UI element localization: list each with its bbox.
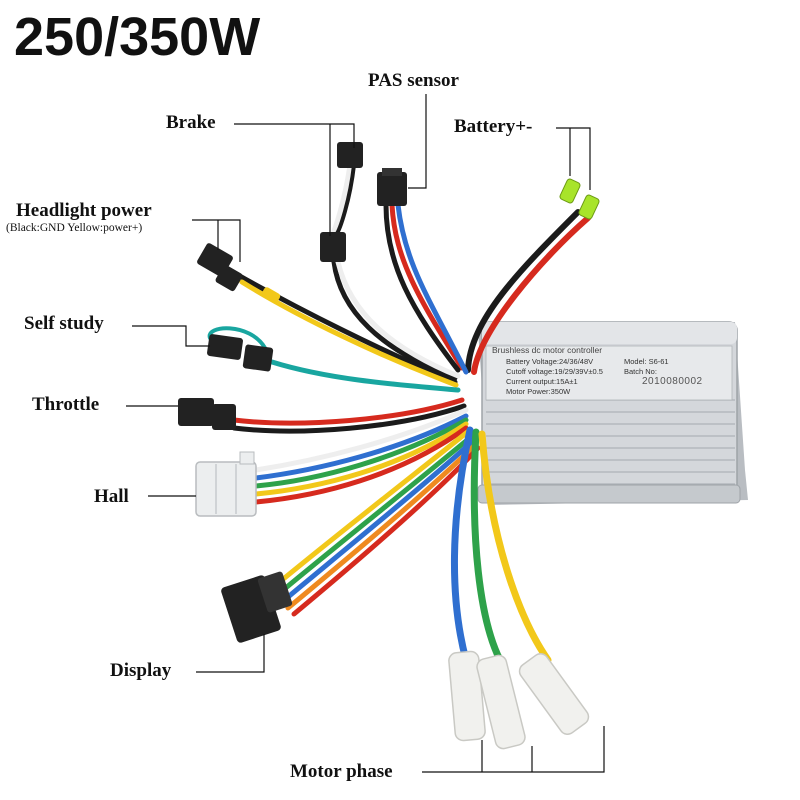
controller-current-output: Current output:15A±1 [506, 377, 578, 386]
battery-wires [465, 209, 591, 375]
controller-motor-power: Motor Power:350W [506, 387, 571, 396]
label-throttle: Throttle [32, 394, 100, 415]
label-brake: Brake [166, 112, 216, 133]
controller-plate-title: Brushless dc motor controller [492, 345, 603, 355]
label-self-study: Self study [24, 313, 104, 334]
page-title: 250/350W [14, 7, 261, 67]
motor-phase-connector-icon [448, 650, 590, 750]
self-study-connector-icon [207, 334, 274, 372]
headlight-connector-icon [197, 243, 281, 303]
brake-connector-icon [320, 142, 363, 262]
throttle-wires [231, 397, 467, 434]
controller-batch-no: Batch No: [624, 367, 657, 376]
battery-connector-icon [559, 178, 600, 220]
pas-sensor-wires [383, 202, 469, 375]
controller-cutoff-voltage: Cutoff voltage:19/29/39V±0.5 [506, 367, 603, 376]
label-headlight-power: Headlight power [16, 200, 152, 221]
controller-model: Model: S6-61 [624, 357, 669, 366]
pas-connector-icon [377, 168, 407, 206]
controller-battery-voltage: Battery Voltage:24/36/48V [506, 357, 594, 366]
label-headlight-note: (Black:GND Yellow:power+) [6, 222, 143, 234]
display-wires [267, 427, 481, 617]
brake-wires [329, 162, 461, 381]
display-connector-icon [221, 571, 293, 643]
label-battery: Battery+- [454, 116, 533, 137]
hall-wires [253, 407, 469, 505]
label-pas-sensor: PAS sensor [368, 70, 459, 91]
throttle-connector-icon [178, 398, 236, 430]
label-display: Display [110, 660, 172, 681]
controller-serial: 2010080002 [642, 376, 703, 387]
hall-connector-icon [195, 451, 257, 517]
label-hall: Hall [94, 486, 129, 507]
self-study-wires [207, 326, 461, 393]
label-motor-phase: Motor phase [290, 761, 393, 782]
motor-phase-wires [451, 426, 552, 664]
callout-lines [126, 94, 605, 773]
controller-housing [477, 321, 748, 505]
